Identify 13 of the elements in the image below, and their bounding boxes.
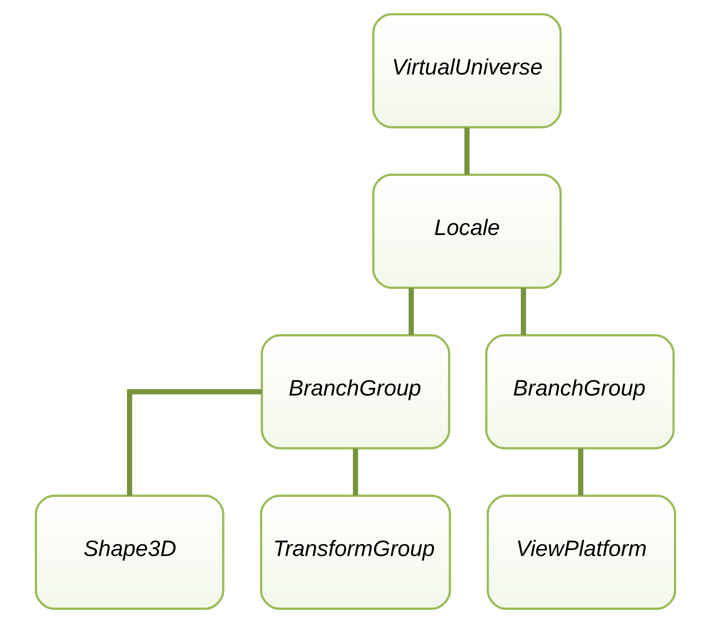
node-box: Shape3D	[34, 494, 224, 610]
connector	[464, 127, 470, 175]
node-box: Locale	[372, 174, 562, 289]
node-box: BranchGroup	[484, 334, 674, 450]
node-box: ViewPlatform	[486, 494, 676, 610]
connector	[408, 288, 414, 336]
connector	[520, 288, 526, 336]
node-box: BranchGroup	[260, 334, 450, 450]
node-box: VirtualUniverse	[372, 13, 562, 128]
connector	[126, 389, 262, 496]
connector	[352, 448, 358, 496]
node-box: TransformGroup	[260, 494, 450, 610]
connector	[578, 448, 583, 496]
